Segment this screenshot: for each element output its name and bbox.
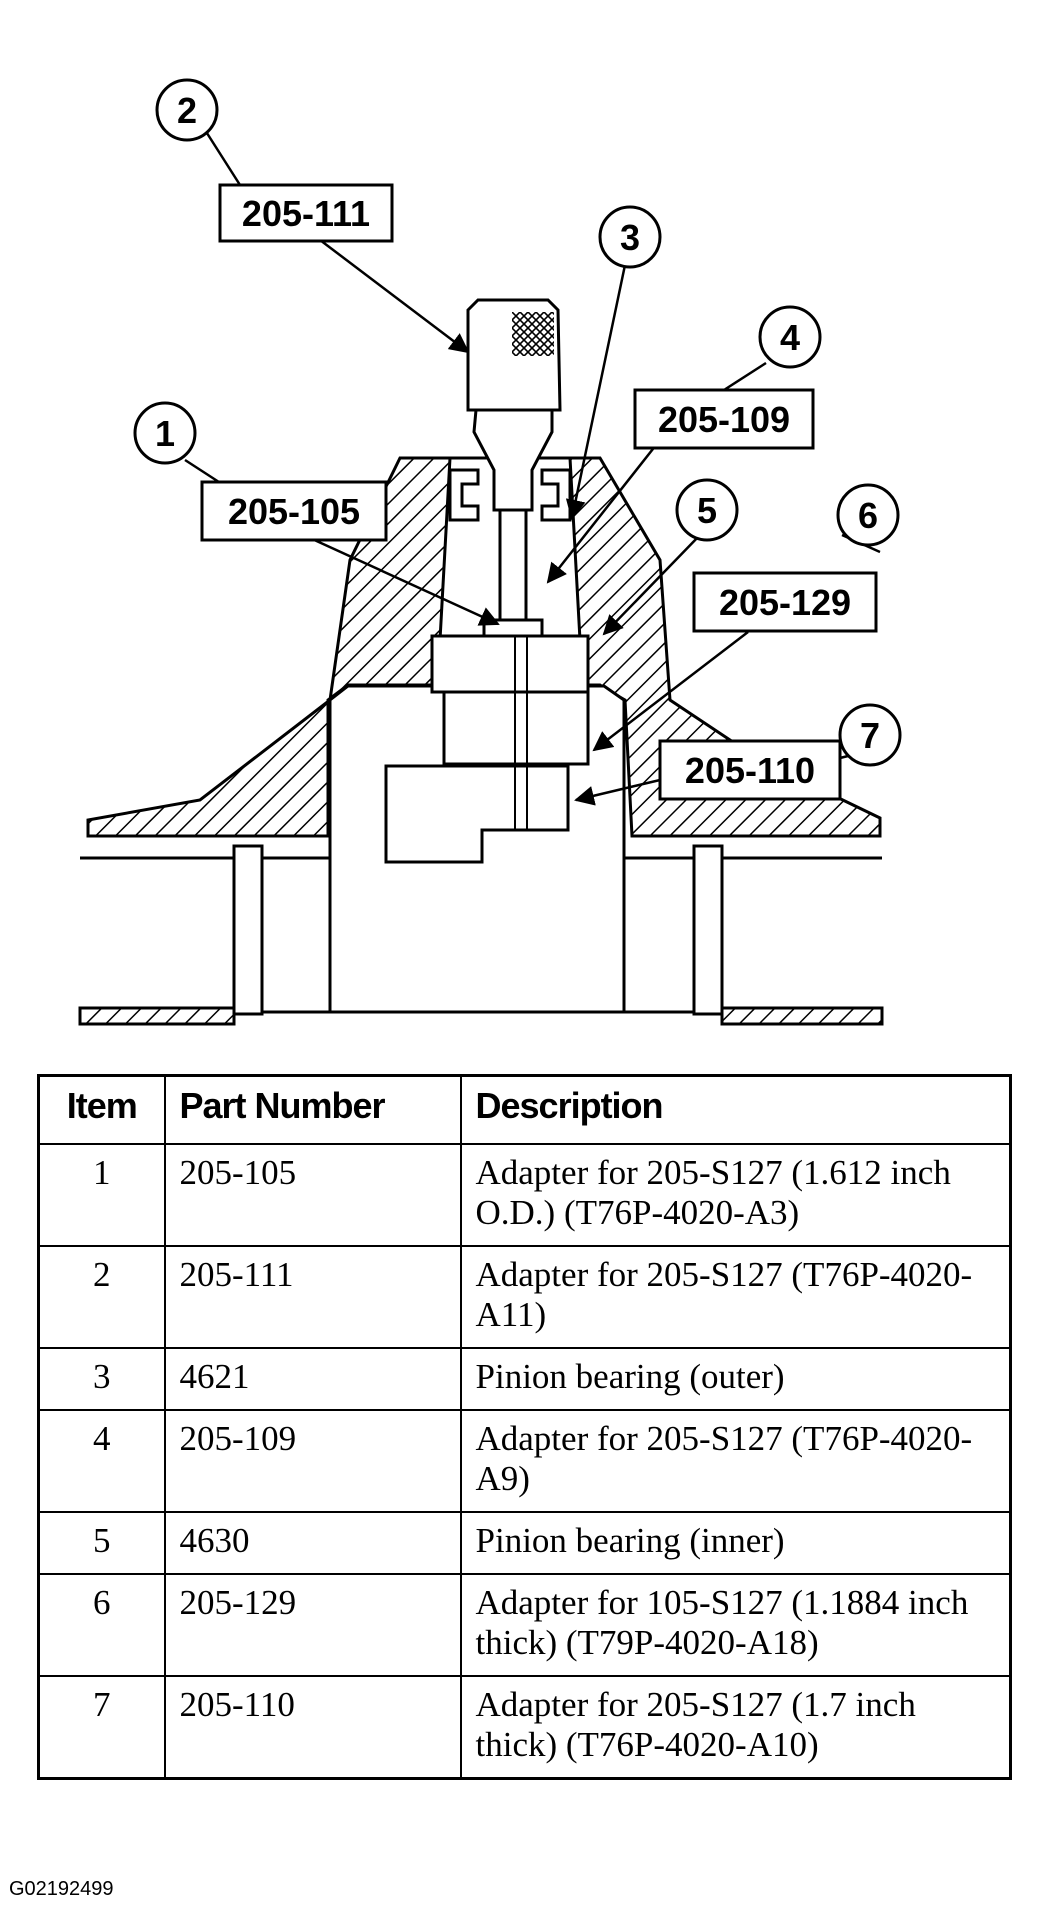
outer-bearing — [448, 468, 572, 522]
callout-4: 4 205-109 — [633, 305, 822, 450]
pinion-bearing-tool-diagram: 1 205-105 2 205-111 3 4 205-109 5 6 205-… — [78, 78, 902, 1026]
callout-part-box — [633, 388, 815, 450]
callout-part-number: 205-110 — [685, 750, 815, 791]
cell-description: Pinion bearing (inner) — [459, 1511, 1012, 1575]
cell-description: Adapter for 205-S127 (1.7 inch thick) (T… — [459, 1675, 1012, 1780]
table-row: 7 205-110 Adapter for 205-S127 (1.7 inch… — [37, 1675, 1012, 1780]
cell-item: 7 — [37, 1675, 166, 1780]
callout-part-box — [218, 183, 394, 243]
callout-6: 6 205-129 — [692, 483, 900, 633]
callout-circle — [838, 703, 902, 767]
cell-part-number: 205-109 — [163, 1409, 462, 1513]
table-row: 3 4621 Pinion bearing (outer) — [37, 1347, 1012, 1411]
table-row: 4 205-109 Adapter for 205-S127 (T76P-402… — [37, 1409, 1012, 1513]
callout-part-number: 205-105 — [228, 491, 360, 532]
callout-number: 3 — [620, 217, 640, 258]
cell-description: Adapter for 105-S127 (1.1884 inch thick)… — [459, 1573, 1012, 1677]
callout-part-number: 205-109 — [658, 399, 790, 440]
table-row: 6 205-129 Adapter for 105-S127 (1.1884 i… — [37, 1573, 1012, 1677]
cell-item: 1 — [37, 1143, 166, 1247]
cell-part-number: 4630 — [163, 1511, 462, 1575]
callout-part-box — [200, 480, 388, 542]
header-item: Item — [37, 1074, 166, 1145]
callout-circle — [675, 478, 739, 542]
callout-part-number: 205-111 — [242, 193, 370, 234]
header-part-number: Part Number — [163, 1074, 462, 1145]
cell-item: 2 — [37, 1245, 166, 1349]
callout-circle — [133, 401, 197, 465]
cell-item: 3 — [37, 1347, 166, 1411]
callout-number: 5 — [697, 490, 717, 531]
cell-part-number: 205-105 — [163, 1143, 462, 1247]
callout-7: 7 205-110 — [658, 703, 902, 801]
callout-part-number: 205-129 — [719, 582, 851, 623]
cell-part-number: 4621 — [163, 1347, 462, 1411]
cell-part-number: 205-111 — [163, 1245, 462, 1349]
callout-circle — [758, 305, 822, 369]
cell-description: Pinion bearing (outer) — [459, 1347, 1012, 1411]
table-row: 1 205-105 Adapter for 205-S127 (1.612 in… — [37, 1143, 1012, 1247]
callout-circle — [155, 78, 219, 142]
cell-description: Adapter for 205-S127 (1.612 inch O.D.) (… — [459, 1143, 1012, 1247]
callout-part-box — [692, 571, 878, 633]
table-row: 2 205-111 Adapter for 205-S127 (T76P-402… — [37, 1245, 1012, 1349]
lower-housing — [78, 844, 884, 1026]
callout-1: 1 205-105 — [133, 401, 388, 542]
callout-2: 2 205-111 — [155, 78, 394, 243]
cell-part-number: 205-129 — [163, 1573, 462, 1677]
callout-number: 6 — [858, 495, 878, 536]
cell-description: Adapter for 205-S127 (T76P-4020-A9) — [459, 1409, 1012, 1513]
callout-leaders — [184, 129, 881, 806]
figure-code: G02192499 — [9, 1878, 114, 1900]
callout-number: 4 — [780, 317, 800, 358]
tool-body — [384, 634, 590, 864]
parts-table: Item Part Number Description 1 205-105 A… — [37, 1074, 1012, 1780]
callout-circle — [836, 483, 900, 547]
cell-item: 5 — [37, 1511, 166, 1575]
table-header-row: Item Part Number Description — [37, 1074, 1012, 1145]
cell-part-number: 205-110 — [163, 1675, 462, 1780]
cell-item: 4 — [37, 1409, 166, 1513]
table-row: 5 4630 Pinion bearing (inner) — [37, 1511, 1012, 1575]
callout-number: 2 — [177, 90, 197, 131]
callout-part-box — [658, 739, 842, 801]
callout-circle — [598, 205, 662, 269]
callout-5: 5 — [675, 478, 739, 542]
cell-description: Adapter for 205-S127 (T76P-4020-A11) — [459, 1245, 1012, 1349]
callout-3: 3 — [598, 205, 662, 269]
header-description: Description — [459, 1074, 1012, 1145]
callout-number: 1 — [155, 413, 175, 454]
cell-item: 6 — [37, 1573, 166, 1677]
callout-number: 7 — [860, 715, 880, 756]
